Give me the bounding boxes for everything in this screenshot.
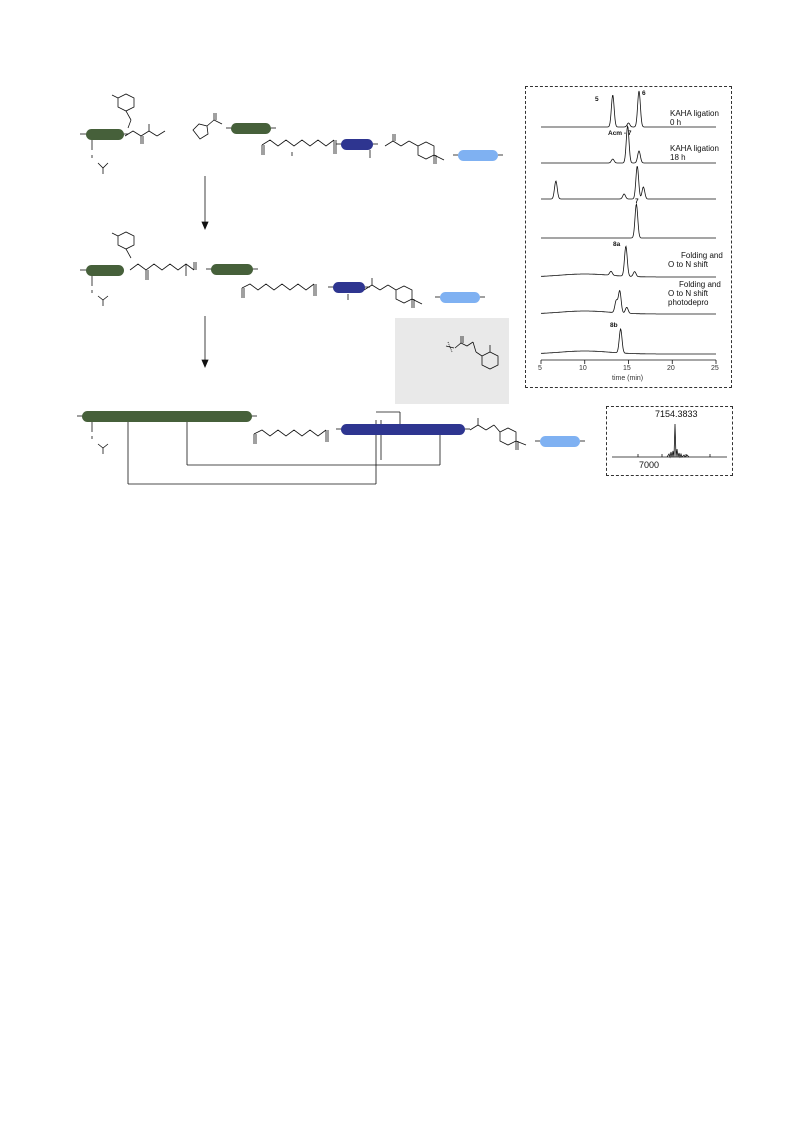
peptide-segment-lightblue bbox=[440, 292, 480, 303]
peptide-segment-green bbox=[86, 265, 124, 276]
x-tick: 15 bbox=[623, 365, 631, 372]
peak-label-6: 6 bbox=[642, 90, 646, 97]
trace-label: Folding and bbox=[679, 280, 721, 289]
trace-label: O to N shift bbox=[668, 289, 709, 298]
hplc-trace bbox=[540, 327, 716, 355]
hplc-trace bbox=[540, 245, 716, 278]
peptide-segment-lightblue bbox=[458, 150, 498, 161]
hplc-panel: 5 6 KAHA ligation 0 h Acm - 7 KAHA ligat… bbox=[525, 86, 732, 388]
trace-label: photodepro bbox=[668, 298, 709, 307]
peptide-segment-green bbox=[211, 264, 253, 275]
peptide-segment-green bbox=[231, 123, 271, 134]
trace-label: O to N shift bbox=[668, 260, 709, 269]
synthesis-scheme bbox=[77, 93, 585, 485]
hplc-trace bbox=[541, 90, 716, 128]
ms-peak-label: 7154.3833 bbox=[655, 409, 698, 419]
peak-label-8b: 8b bbox=[610, 322, 618, 329]
hplc-trace bbox=[541, 124, 716, 164]
peptide-segment-green bbox=[86, 129, 124, 140]
hplc-trace bbox=[540, 289, 716, 315]
protecting-group-box bbox=[395, 318, 509, 404]
peptide-segment-lightblue bbox=[540, 436, 580, 447]
trace-label: KAHA ligation bbox=[670, 144, 719, 153]
peak-label-7: 7 bbox=[635, 198, 639, 205]
peptide-segment-navy bbox=[333, 282, 365, 293]
peak-label-5: 5 bbox=[595, 96, 599, 103]
trace-label: Folding and bbox=[681, 251, 723, 260]
protein-segment-green bbox=[82, 411, 252, 422]
mass-spectrum-trace bbox=[612, 423, 727, 459]
protein-segment-navy bbox=[341, 424, 465, 435]
x-tick: 25 bbox=[711, 365, 719, 372]
trace-label: 18 h bbox=[670, 153, 686, 162]
peak-label-8a: 8a bbox=[613, 241, 621, 248]
hplc-traces bbox=[540, 90, 717, 364]
peak-label-acm7: Acm - 7 bbox=[608, 130, 632, 137]
peptide-segment-navy bbox=[341, 139, 373, 150]
ms-axis-label: 7000 bbox=[639, 460, 660, 470]
x-axis-label: time (min) bbox=[612, 375, 644, 382]
hplc-trace bbox=[541, 166, 716, 200]
trace-label: KAHA ligation bbox=[670, 109, 719, 118]
hplc-trace bbox=[541, 202, 716, 239]
x-tick: 20 bbox=[667, 365, 675, 372]
x-tick: 10 bbox=[579, 365, 587, 372]
mass-spectrum-panel: 7154.3833 7000 bbox=[606, 406, 733, 476]
trace-label: 0 h bbox=[670, 118, 682, 127]
x-tick: 5 bbox=[538, 365, 542, 372]
